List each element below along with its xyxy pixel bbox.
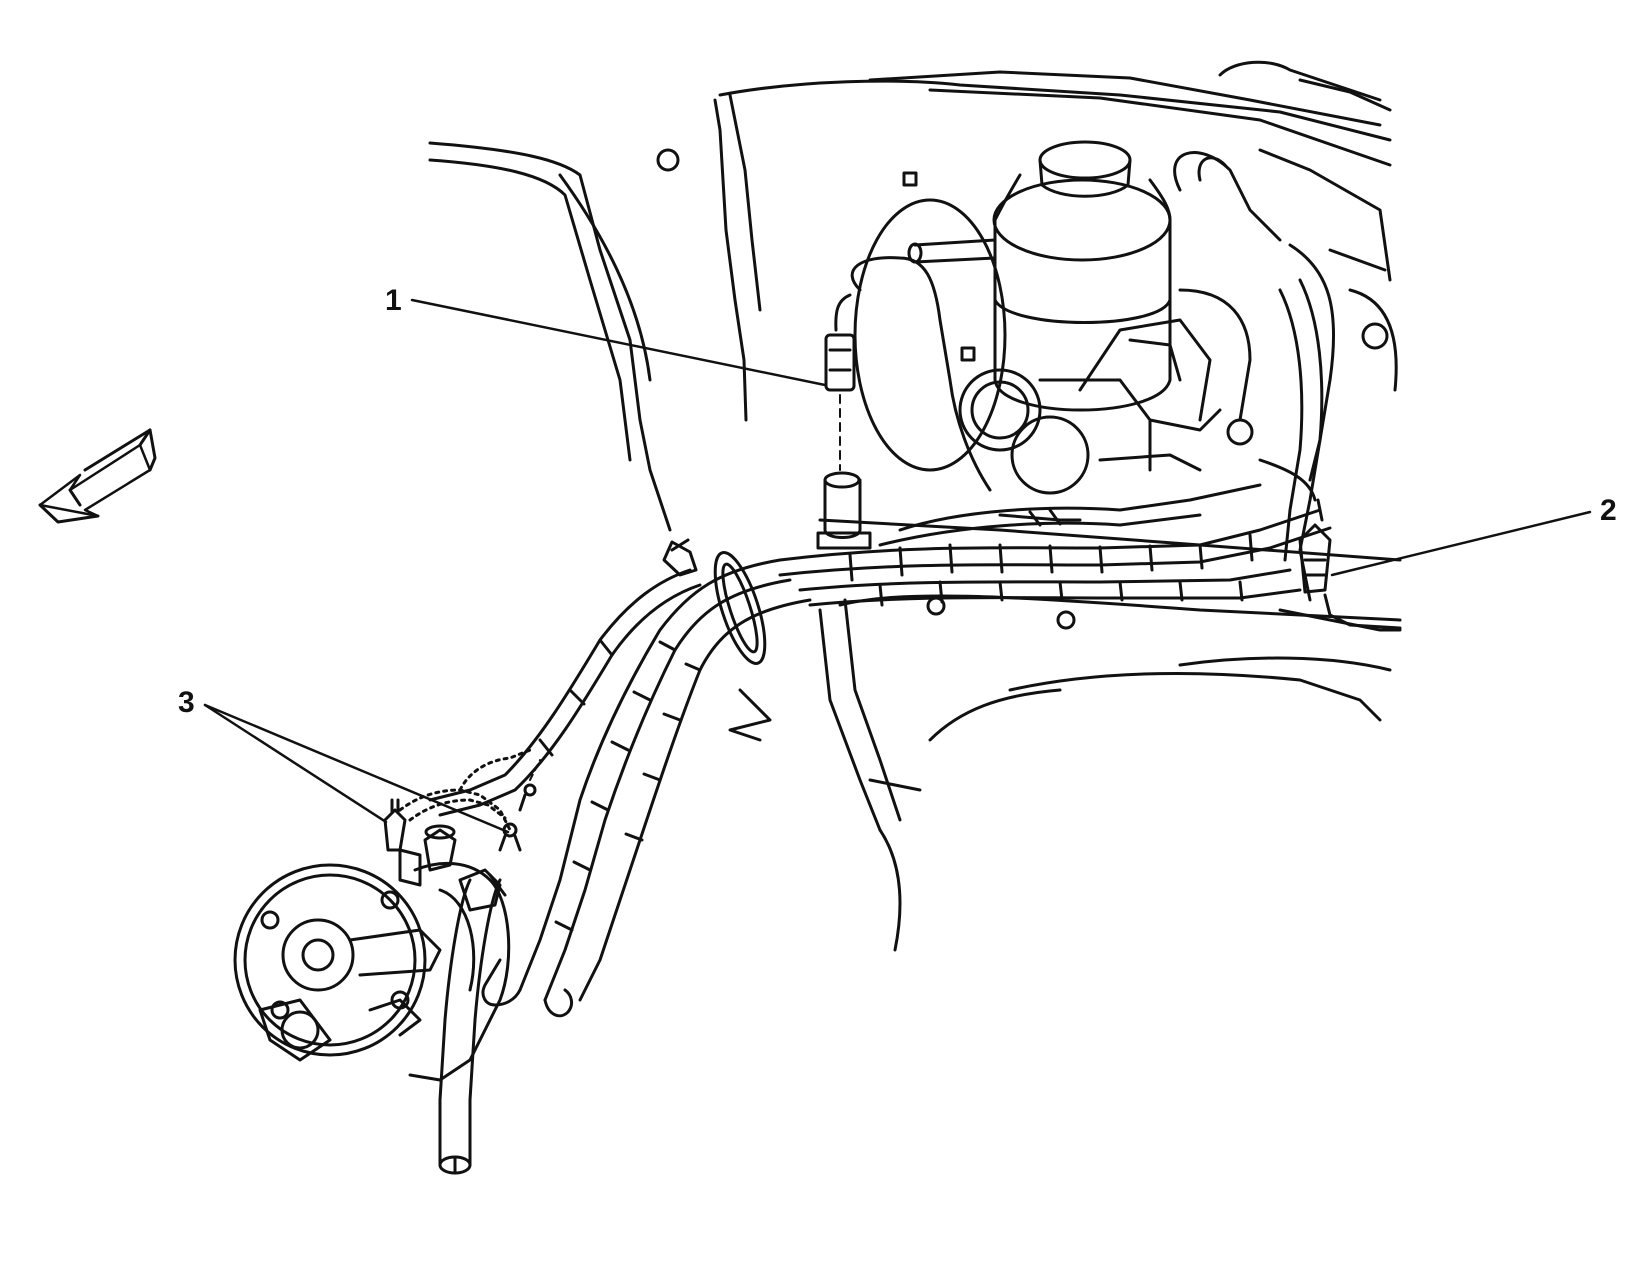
wiring-harness: [428, 278, 1402, 1018]
connector-1: [816, 256, 992, 550]
forward-direction-arrow-icon: [38, 428, 157, 524]
callout-leaders: [203, 298, 1592, 834]
callout-2-label: 2: [1600, 494, 1617, 527]
pump-assembly: [233, 748, 541, 1175]
callout-3-label: 3: [178, 686, 195, 719]
brake-reservoir: [853, 140, 1336, 495]
connector-2: [1298, 498, 1402, 630]
callout-1-label: 1: [385, 284, 402, 317]
